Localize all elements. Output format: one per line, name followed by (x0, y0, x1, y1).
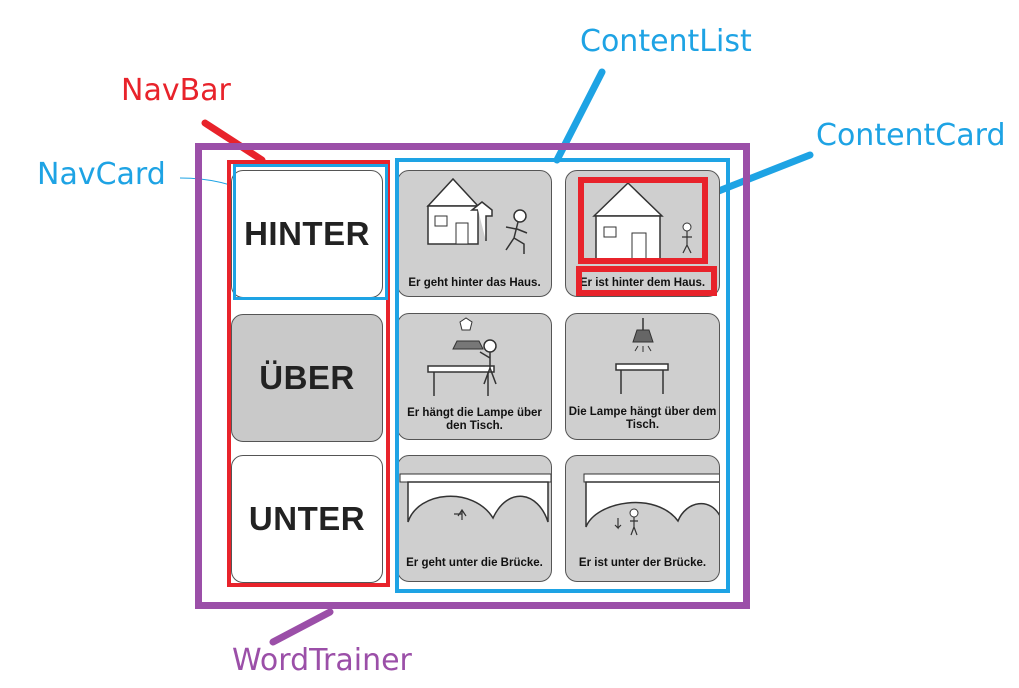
content-card-caption: Er geht hinter das Haus. (408, 277, 541, 289)
content-card[interactable]: Er ist unter der Brücke. (565, 455, 720, 582)
navbar-label: NavBar (121, 73, 231, 108)
nav-card-word: HINTER (244, 215, 370, 252)
house-behind-picture (592, 181, 692, 262)
nav-card-ueber[interactable]: ÜBER (231, 314, 383, 442)
walk-under-bridge-picture (399, 473, 551, 523)
house-walk-behind-picture (426, 177, 528, 254)
contentcard-pointer-line (702, 151, 814, 200)
nav-card-word: ÜBER (259, 359, 355, 396)
contentcard-label: ContentCard (816, 118, 1006, 153)
wordtrainer-pointer-line (269, 608, 334, 646)
content-card[interactable]: Er hängt die Lampe über den Tisch. (397, 313, 552, 440)
word-trainer-frame (195, 143, 750, 609)
navcard-label: NavCard (37, 157, 166, 192)
nav-card-word: UNTER (248, 500, 366, 537)
contentcard-picture-frame (578, 177, 708, 264)
content-card[interactable]: Die Lampe hängt über dem Tisch. (565, 313, 720, 440)
navbar-frame (227, 160, 390, 587)
hang-lamp-picture (427, 317, 497, 396)
content-card-caption: Er ist hinter dem Haus. (579, 277, 706, 289)
lamp-over-table-picture (615, 318, 669, 394)
content-card-caption: Er hängt die Lampe über den Tisch. (407, 407, 542, 432)
content-card-caption: Die Lampe hängt über dem Tisch. (568, 406, 717, 431)
content-card-caption: Er geht unter die Brücke. (406, 557, 543, 569)
content-card[interactable]: Er ist hinter dem Haus. (565, 170, 720, 297)
under-bridge-picture (583, 473, 719, 536)
navbar-pointer-line (201, 119, 266, 164)
content-card[interactable]: Er geht unter die Brücke. (397, 455, 552, 582)
contentlist-frame (395, 158, 730, 593)
wordtrainer-label: WordTrainer (232, 643, 412, 678)
nav-card-unter[interactable]: UNTER (231, 455, 383, 583)
contentlist-label: ContentList (580, 24, 752, 59)
contentcard-caption-frame (576, 266, 717, 296)
navcard-frame (233, 164, 388, 300)
content-card[interactable]: Er geht hinter das Haus. (397, 170, 552, 297)
content-card-caption: Er ist unter der Brücke. (578, 557, 707, 569)
